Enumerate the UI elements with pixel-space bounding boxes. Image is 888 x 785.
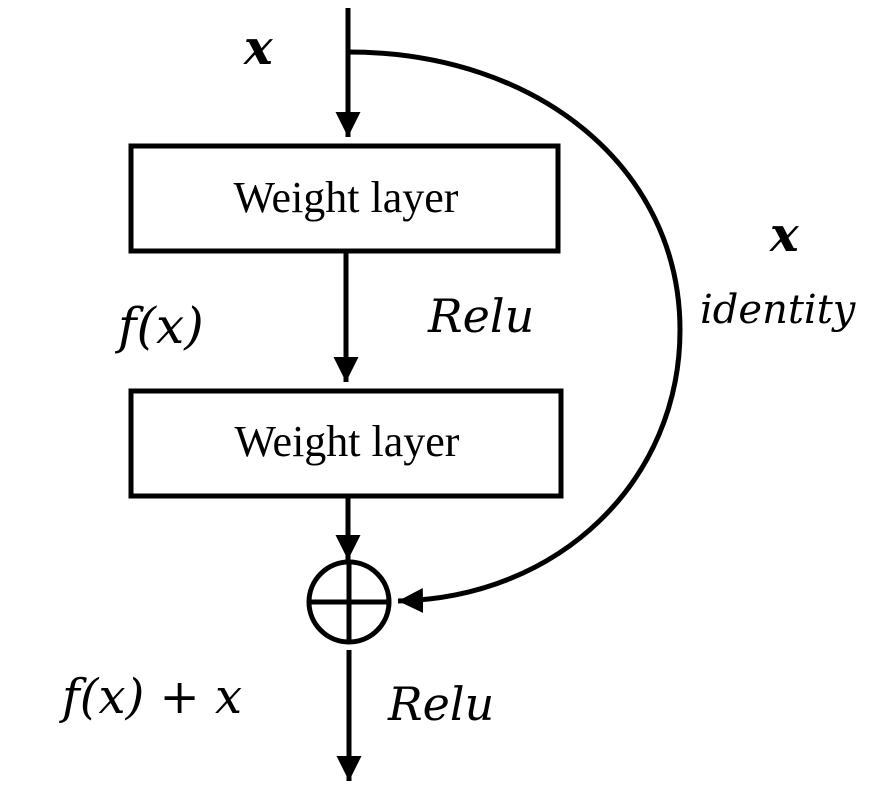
identity-shortcut-curve (347, 49, 683, 614)
weight-layer-1-box (128, 143, 561, 254)
relu-label-1: Relu (427, 289, 534, 343)
input-x-label: x (243, 20, 274, 76)
weight-layer-1-label: Weight layer (234, 173, 459, 222)
weight-layer-2: Weight layer (128, 388, 564, 499)
weight-layer-1: Weight layer (128, 143, 561, 254)
sum-node (306, 559, 392, 645)
shortcut-identity-label: identity (700, 287, 857, 333)
shortcut-x-label: x (769, 207, 800, 263)
sum-label: f(x) + x (59, 669, 242, 725)
fx-label: f(x) (114, 297, 204, 355)
relu-label-2: Relu (387, 677, 494, 731)
weight-layer-2-box (128, 388, 564, 499)
weight-layer-2-label: Weight layer (235, 417, 460, 466)
